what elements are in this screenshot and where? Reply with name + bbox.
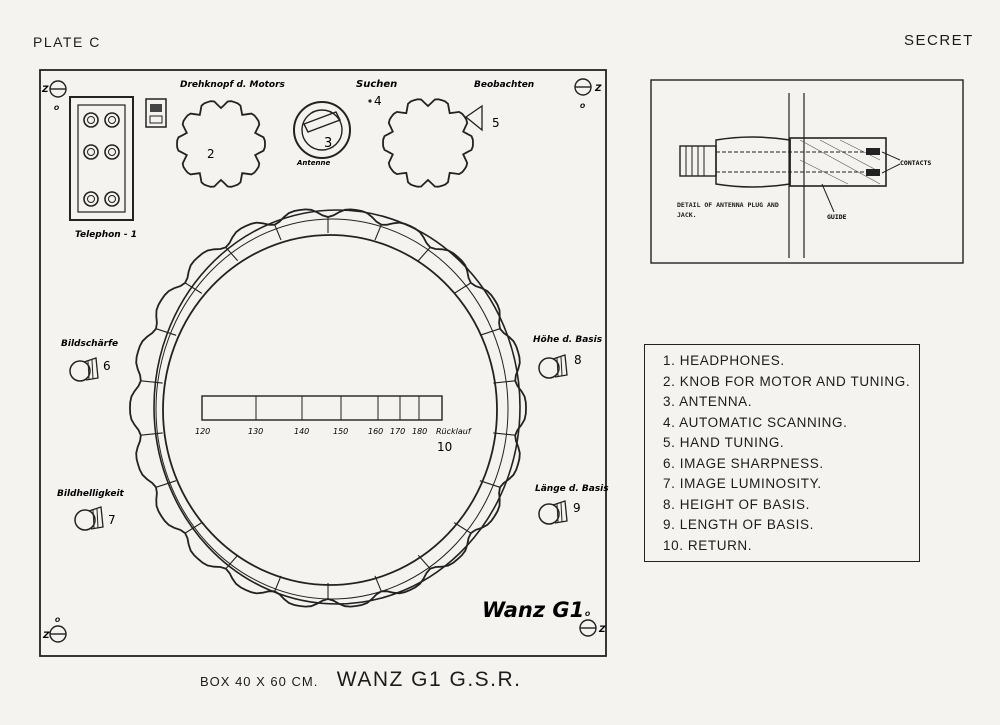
caption-title: WANZ G1 G.S.R. xyxy=(336,668,522,691)
scanning-dial-icon xyxy=(129,208,527,608)
search-label: Suchen xyxy=(356,79,397,90)
base-length-label: Länge d. Basis xyxy=(535,484,609,494)
brightness-number: 7 xyxy=(108,513,116,527)
scale-tick-label: 180 xyxy=(412,427,427,436)
scale-tick-label: 140 xyxy=(294,427,309,436)
return-number: 10 xyxy=(437,440,452,454)
guide-label: GUIDE xyxy=(827,213,847,221)
scale-tick-label: 160 xyxy=(368,427,383,436)
legend-box: 1. Headphones. 2. Knob for motor and tun… xyxy=(644,344,920,562)
scale-tick-label: 130 xyxy=(248,427,263,436)
legend-item: 4. Automatic scanning. xyxy=(663,414,848,430)
base-height-label: Höhe d. Basis xyxy=(533,335,603,345)
tuning-knob-icon xyxy=(382,98,474,188)
brightness-label: Bildhelligkeit xyxy=(57,489,125,499)
screw-icon-bottom-left: Z O xyxy=(42,617,67,643)
base-height-knob-icon xyxy=(538,354,568,379)
legend-item: 7. Image luminosity. xyxy=(663,476,822,491)
screw-z-label: Z xyxy=(594,84,602,94)
screw-o-label: O xyxy=(585,611,590,618)
legend-item: 1. Headphones. xyxy=(663,353,785,368)
base-length-knob-icon xyxy=(538,500,568,525)
luminosity-knob-icon xyxy=(74,506,104,531)
sharpness-knob-icon xyxy=(69,357,99,382)
detail-caption: DETAIL OF ANTENNA PLUG AND JACK. xyxy=(677,201,779,219)
scale-tick-label: 150 xyxy=(333,427,348,436)
scan-dot-icon xyxy=(368,99,372,103)
box-size-label: BOX 40 x 60 CM. xyxy=(200,674,319,689)
classification-label: SECRET xyxy=(904,32,974,49)
screw-icon-bottom-right: Z O xyxy=(579,611,606,637)
screw-z-label: Z xyxy=(598,625,606,635)
base-length-number: 9 xyxy=(573,501,581,515)
legend-item: 3. Antenna. xyxy=(663,394,753,409)
sharpness-number: 6 xyxy=(103,359,111,373)
legend-item: 8. Height of basis. xyxy=(663,496,810,512)
screw-z-label: Z xyxy=(41,85,49,95)
contacts-label: CONTACTS xyxy=(900,159,931,167)
antenna-socket-icon xyxy=(293,101,351,159)
screw-o-label: O xyxy=(54,105,59,112)
scale-tick-label: 120 xyxy=(195,427,210,436)
panel-outline xyxy=(39,69,607,657)
observe-label: Beobachten xyxy=(474,80,534,90)
screw-z-label: Z xyxy=(42,631,50,641)
hand-tuning-pointer-icon xyxy=(464,104,483,132)
antenna-plug-detail: CONTACTS GUIDE xyxy=(650,79,964,264)
observe-number: 5 xyxy=(492,116,500,130)
search-number: 4 xyxy=(374,94,382,108)
screw-o-label: O xyxy=(580,103,585,110)
return-label: Rücklauf xyxy=(436,427,472,436)
model-label: Wanz G1 xyxy=(482,598,584,622)
screw-o-label: O xyxy=(55,617,60,624)
switch-icon xyxy=(145,98,167,128)
antenna-number: 3 xyxy=(324,136,332,151)
figure-caption: BOX 40 x 60 CM. WANZ G1 G.S.R. xyxy=(200,668,522,692)
legend-item: 2. Knob for motor and tuning. xyxy=(663,373,911,389)
antenna-label: Antenne xyxy=(296,159,330,167)
sharpness-label: Bildschärfe xyxy=(61,339,118,349)
frequency-scale: 120 130 140 150 160 170 180 Rücklauf 10 xyxy=(195,395,472,454)
motor-knob-label: Drehknopf d. Motors xyxy=(180,80,286,90)
telephone-jack-icon xyxy=(69,96,134,221)
legend-item: 9. Length of basis. xyxy=(663,517,814,532)
legend-item: 5. Hand tuning. xyxy=(663,435,785,450)
screw-icon-top-left: Z O xyxy=(41,80,67,112)
motor-knob-number: 2 xyxy=(207,147,215,161)
telephone-label: Telephon - 1 xyxy=(75,230,137,240)
base-height-number: 8 xyxy=(574,353,582,367)
scale-tick-label: 170 xyxy=(390,427,405,436)
legend-item: 6. Image sharpness. xyxy=(663,455,824,471)
screw-icon-top-right: Z O xyxy=(574,78,602,110)
legend-item: 10. Return. xyxy=(663,537,753,553)
plate-label: PLATE C xyxy=(33,34,101,50)
motor-knob-icon xyxy=(176,100,266,188)
